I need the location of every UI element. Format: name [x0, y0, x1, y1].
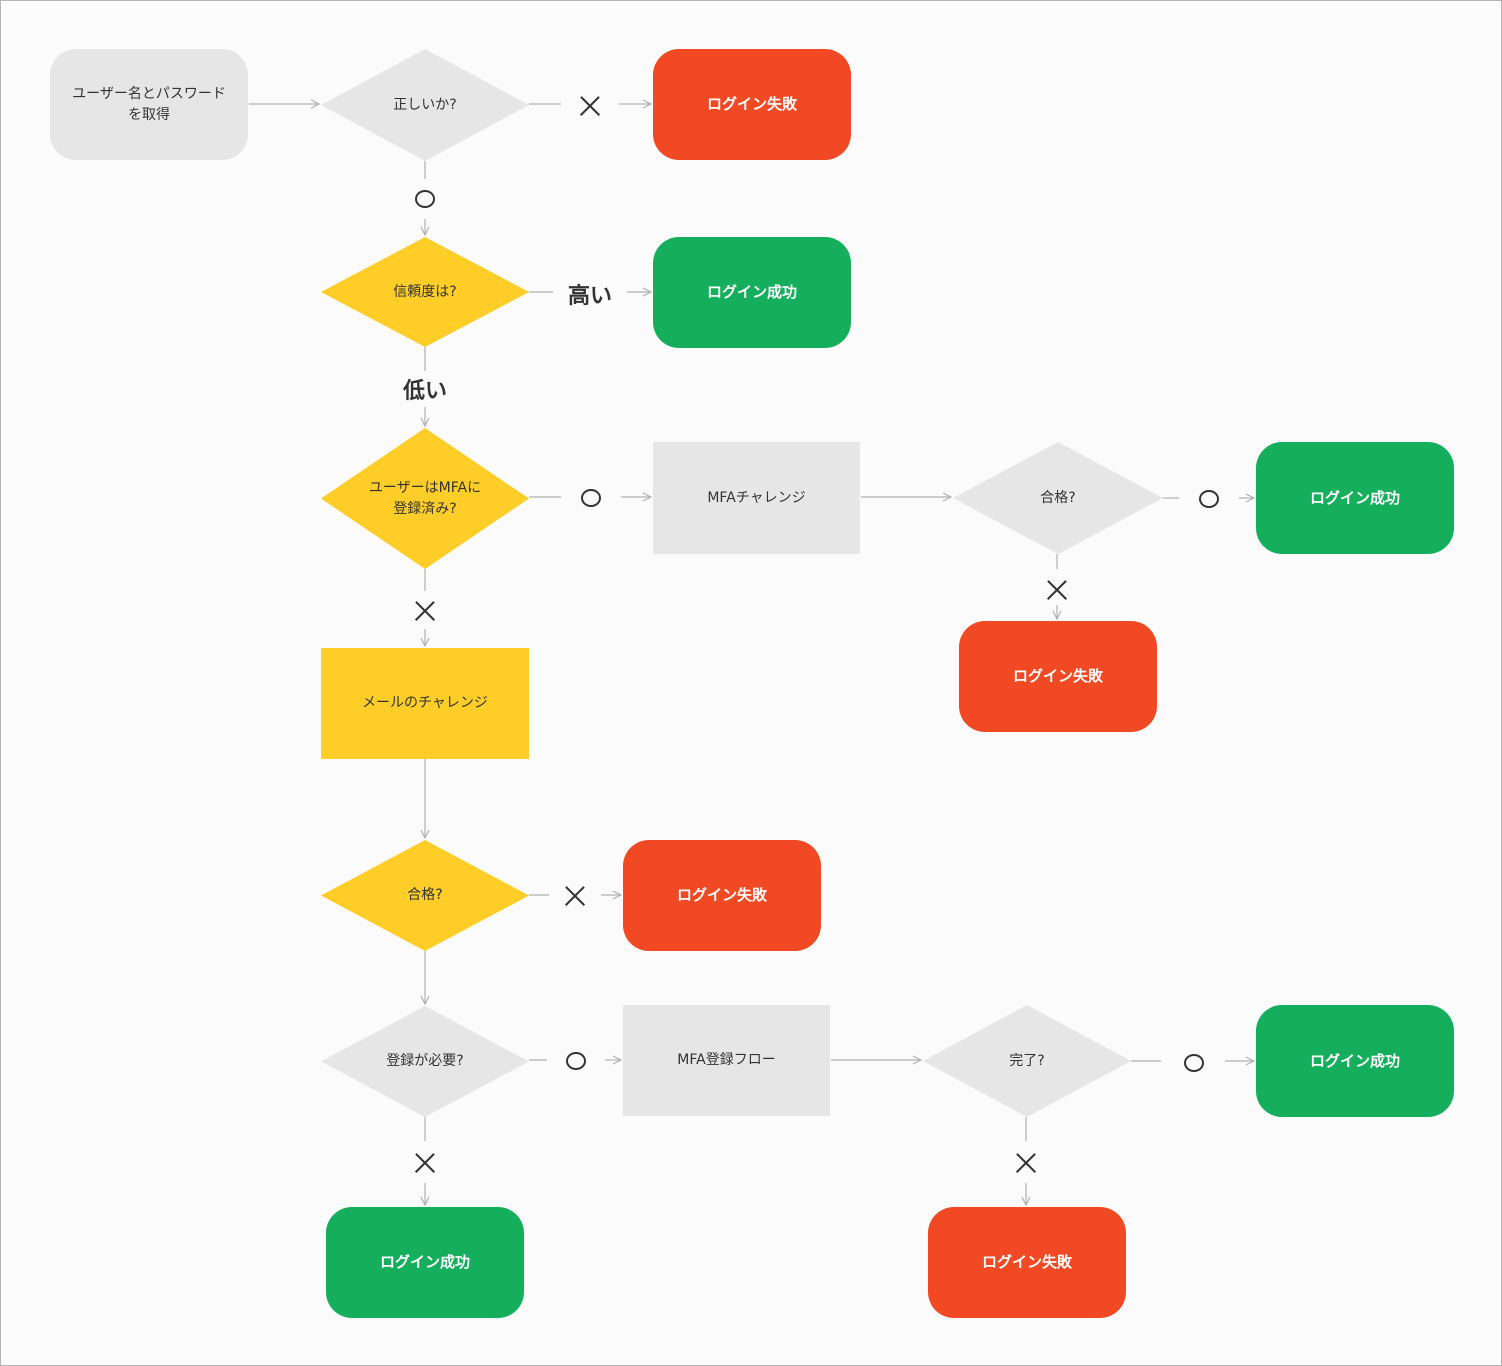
terminal-login-success-4: ログイン成功	[326, 1207, 524, 1318]
process-mfa-registration-flow: MFA登録フロー	[623, 1005, 830, 1116]
terminal-login-failed-3: ログイン失敗	[623, 840, 821, 951]
no-cross-icon	[1046, 579, 1068, 601]
terminal-login-failed-1: ログイン失敗	[653, 49, 851, 160]
terminal-login-success-2: ログイン成功	[1256, 442, 1454, 554]
process-mfa-challenge: MFAチャレンジ	[653, 442, 860, 554]
no-cross-icon	[1015, 1152, 1037, 1174]
edge-label-low: 低い	[400, 373, 450, 405]
yes-circle-icon	[566, 1052, 586, 1070]
no-cross-icon	[579, 95, 601, 117]
terminal-login-success-1: ログイン成功	[653, 237, 851, 348]
no-cross-icon	[414, 1152, 436, 1174]
yes-circle-icon	[415, 190, 435, 208]
yes-circle-icon	[1199, 490, 1219, 508]
no-cross-icon	[414, 600, 436, 622]
no-cross-icon	[564, 885, 586, 907]
yes-circle-icon	[1184, 1054, 1204, 1072]
yes-circle-icon	[581, 489, 601, 507]
node-get-credentials: ユーザー名とパスワード を取得	[50, 49, 248, 160]
process-email-challenge: メールのチャレンジ	[321, 648, 529, 759]
terminal-login-success-3: ログイン成功	[1256, 1005, 1454, 1117]
edge-label-high: 高い	[565, 278, 615, 310]
terminal-login-failed-4: ログイン失敗	[928, 1207, 1126, 1318]
terminal-login-failed-2: ログイン失敗	[959, 621, 1157, 732]
